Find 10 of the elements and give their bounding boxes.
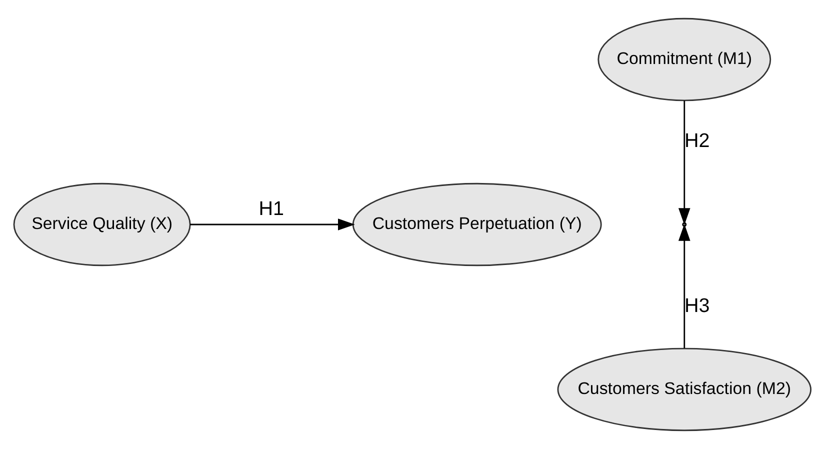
node-ellipse: Customers Perpetuation (Y): [352, 182, 602, 266]
arrow: [678, 100, 690, 226]
edge-label: H3: [684, 295, 710, 318]
node-ellipse: Service Quality (X): [13, 182, 191, 266]
edge-label: H2: [684, 130, 710, 152]
arrow: [678, 224, 690, 348]
node-ellipse: Commitment (M1): [598, 18, 772, 102]
node-ellipse: Customers Satisfaction (M2): [557, 348, 812, 432]
edge-label: H1: [258, 198, 284, 220]
arrow: [190, 218, 355, 230]
